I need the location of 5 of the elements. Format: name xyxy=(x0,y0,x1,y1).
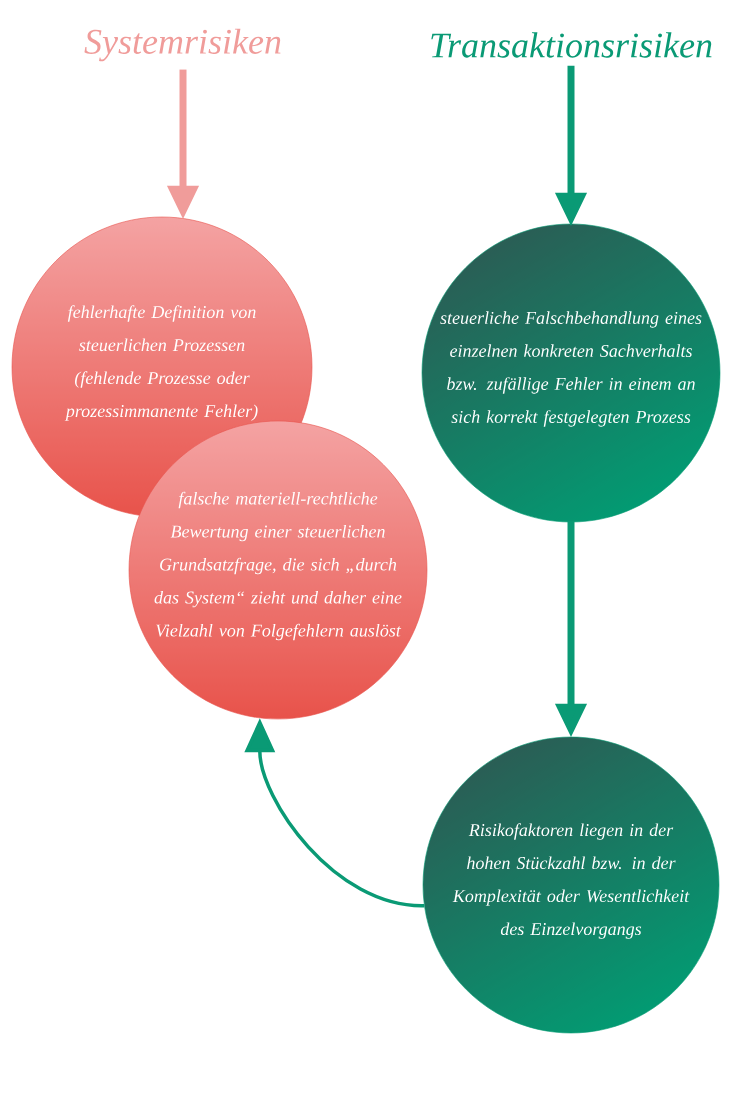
heading: Systemrisiken xyxy=(84,28,281,62)
heading: Transaktionsrisiken xyxy=(431,32,712,58)
circle-node: falsche materiell-rechtliche Bewertung einer steuerlichen Grundsatzfrage, die sich „durch das System“ zieht und daher eine Vielzahl von Folgefehlern auslöst xyxy=(128,420,428,720)
circle-node: steuerliche Falschbehandlung eines einzelnen konkreten Sachverhalts bzw. zufällige Fehler in einem an sich korrekt festgelegten Prozess xyxy=(421,223,721,523)
circle-node: Risikofaktoren liegen in der hohen Stückzahl bzw. in der Komplexität oder Wesentlichkeit des Einzelvorgangs xyxy=(422,736,720,1034)
